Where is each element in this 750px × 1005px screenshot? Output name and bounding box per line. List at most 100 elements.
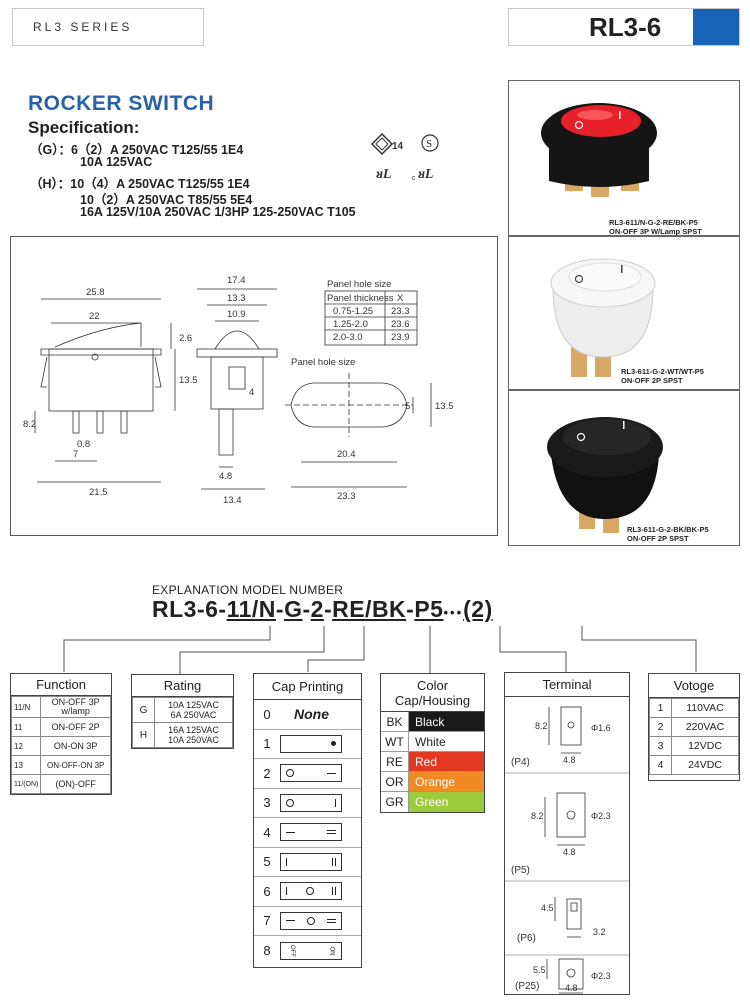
cap-symbol: OFF ON — [280, 941, 342, 960]
terminal-p4-name: (P4) — [511, 757, 530, 768]
double-bar-icon — [332, 857, 336, 866]
bar-icon — [335, 798, 336, 807]
cap-row-7: 7 — [254, 907, 361, 936]
dim-23-3: 23.3 — [337, 491, 356, 502]
bar-icon — [286, 887, 287, 896]
voltage-value: 12VDC — [671, 736, 739, 756]
panel-row-1-x: 23.3 — [391, 306, 410, 317]
spec-line-5: 16A 125V/10A 250VAC 1/3HP 125-250VAC T10… — [80, 205, 356, 219]
rating-value: 10A 250VAC — [168, 735, 219, 745]
voltage-code: 3 — [649, 736, 672, 756]
circle-icon — [286, 769, 294, 778]
terminal-box: Terminal (P4) — [504, 672, 630, 995]
dim-2-6: 2.6 — [179, 333, 192, 344]
cap-row-8: 8 OFF ON — [254, 936, 361, 966]
color-code: RE — [381, 752, 409, 771]
cap-code: 6 — [263, 883, 271, 899]
model-part-terminal: P5 — [414, 596, 444, 622]
dot-icon — [331, 741, 336, 747]
explanation-connectors — [63, 626, 697, 674]
panel-table-header-thickness: Panel thickness — [327, 293, 394, 304]
terminal-p5-shape — [556, 792, 586, 838]
dim-4: 4 — [249, 387, 254, 398]
product-photo-red: RL3-611/N-G-2-RE/BK-P5 ON-OFF 3P W/Lamp … — [508, 80, 740, 236]
spec-heading: Specification: — [28, 118, 140, 137]
function-desc: ON-OFF 3P w/lamp — [40, 696, 111, 718]
photo-3-caption-1: RL3-611-G-2-BK/BK-P5 — [627, 525, 709, 534]
function-code: 11/(ON) — [10, 774, 42, 794]
cap-symbol — [280, 734, 342, 753]
color-name-swatch: Red — [409, 752, 484, 771]
color-name-swatch: White — [409, 732, 484, 751]
terminal-p5-width: 4.8 — [563, 847, 576, 857]
terminal-drawings: (P4) 8.2 4.8 Φ1.6 (P5) 8.2 4.8 Φ2.3 (P6)… — [505, 706, 629, 994]
voltage-code: 1 — [649, 698, 672, 718]
function-desc: ON-ON 3P — [40, 736, 111, 756]
circle-icon — [307, 916, 315, 925]
color-code: OR — [381, 772, 409, 791]
cap-symbol — [280, 823, 342, 842]
panel-table-header-x: X — [397, 293, 404, 304]
photo-2-caption-1: RL3-611-G-2-WT/WT-P5 — [621, 367, 704, 376]
model-part-color: RE/BK — [332, 596, 407, 622]
enec-cert-icon: 14 — [370, 132, 404, 156]
ul-cert-icon: ᴚL — [376, 167, 391, 182]
function-code: 11/N — [10, 696, 42, 718]
terminal-p5-hole: Φ2.3 — [591, 811, 611, 821]
dim-7: 7 — [73, 449, 78, 460]
photo-2-caption-2: ON-OFF 2P SPST — [621, 376, 683, 385]
black-rocker-switch-image — [547, 417, 663, 533]
cap-symbol — [280, 793, 342, 812]
panel-hole-label: Panel hole size — [291, 357, 355, 368]
product-title: ROCKER SWITCH — [28, 92, 215, 115]
svg-text:c: c — [412, 175, 416, 182]
cap-code: 2 — [263, 765, 271, 781]
dash-icon — [286, 831, 295, 833]
function-title: Function — [11, 674, 111, 696]
dim-8-2: 8.2 — [23, 419, 36, 430]
dim-22: 22 — [89, 311, 100, 322]
terminal-p4-height: 8.2 — [535, 721, 548, 731]
model-part-rating: G — [284, 596, 303, 622]
product-photo-black: RL3-611-G-2-BK/BK-P5 ON-OFF 2P SPST — [508, 390, 740, 546]
voltage-value: 24VDC — [671, 755, 739, 775]
rating-value: 16A 125VAC — [168, 725, 219, 735]
side-view-dome — [214, 330, 260, 350]
svg-text:S: S — [426, 138, 432, 150]
color-name-swatch: Green — [409, 792, 484, 812]
svg-text:ᴚL: ᴚL — [376, 167, 391, 182]
voltage-title: Votoge — [649, 674, 739, 698]
cap-symbol — [280, 764, 342, 783]
dimension-drawing-svg: 25.8 22 2.6 13.5 8.2 0.8 7 21.5 17.4 13.… — [23, 275, 454, 506]
model-part-voltage: (2) — [463, 596, 493, 622]
function-desc: (ON)-OFF — [40, 774, 111, 794]
terminal-p5-name: (P5) — [511, 865, 530, 876]
rating-value: 10A 125VAC — [168, 700, 219, 710]
terminal-p4-width: 4.8 — [563, 755, 576, 765]
terminal-p25-name: (P25) — [515, 981, 539, 992]
cul-cert-icon: c ᴚL — [412, 167, 433, 182]
technical-drawing: 25.8 22 2.6 13.5 8.2 0.8 7 21.5 17.4 13.… — [10, 236, 498, 536]
circle-icon — [286, 798, 294, 807]
photo-1-caption-1: RL3-611/N-G-2-RE/BK-P5 — [609, 218, 698, 227]
model-number: RL3-6-11/N-G-2-RE/BK-P5•••(2) — [152, 596, 493, 623]
terminal-p4-shape — [560, 706, 582, 746]
cap-row-4: 4 — [254, 818, 361, 848]
dim-17-4: 17.4 — [227, 275, 246, 286]
terminal-p6-shape — [566, 898, 582, 930]
dim-13-3: 13.3 — [227, 293, 246, 304]
cap-code: 1 — [263, 736, 271, 752]
dim-13-4: 13.4 — [223, 495, 242, 506]
double-bar-icon — [332, 887, 336, 896]
terminal-p5-height: 8.2 — [531, 811, 544, 821]
color-title-line-2: Cap/Housing — [394, 693, 471, 708]
cap-code: 7 — [263, 913, 271, 929]
cap-code: 4 — [263, 824, 271, 840]
cap-code: 5 — [263, 854, 271, 870]
model-part-cap: 2 — [310, 596, 324, 622]
